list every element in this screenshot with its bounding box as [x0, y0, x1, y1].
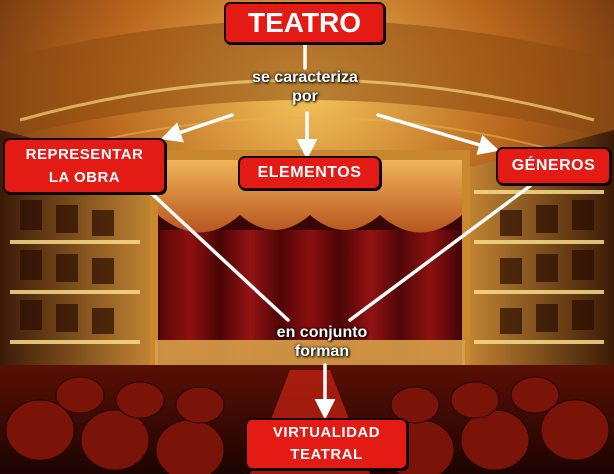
node-elementos: ELEMENTOS	[238, 156, 381, 190]
node-generos: GÉNEROS	[496, 147, 611, 185]
node-representar-la-obra: REPRESENTAR LA OBRA	[3, 138, 166, 194]
node-virtualidad-label: VIRTUALIDAD TEATRAL	[272, 424, 381, 463]
node-representar-label: REPRESENTAR LA OBRA	[25, 146, 144, 186]
link-se-caracteriza-por: se caracteriza por	[252, 69, 358, 105]
link-en-conjunto-forman: en conjunto forman	[276, 324, 368, 360]
node-virtualidad-teatral: VIRTUALIDAD TEATRAL	[245, 418, 408, 470]
title-teatro-box: TEATRO	[224, 2, 385, 44]
node-elementos-label: ELEMENTOS	[257, 164, 362, 181]
title-teatro-label: TEATRO	[247, 7, 362, 38]
arrow-to-generos	[376, 113, 500, 155]
line-representar-to-conjunto	[148, 190, 290, 322]
line-generos-to-conjunto	[348, 184, 532, 322]
arrow-to-representar	[160, 113, 234, 143]
node-generos-label: GÉNEROS	[511, 157, 596, 174]
